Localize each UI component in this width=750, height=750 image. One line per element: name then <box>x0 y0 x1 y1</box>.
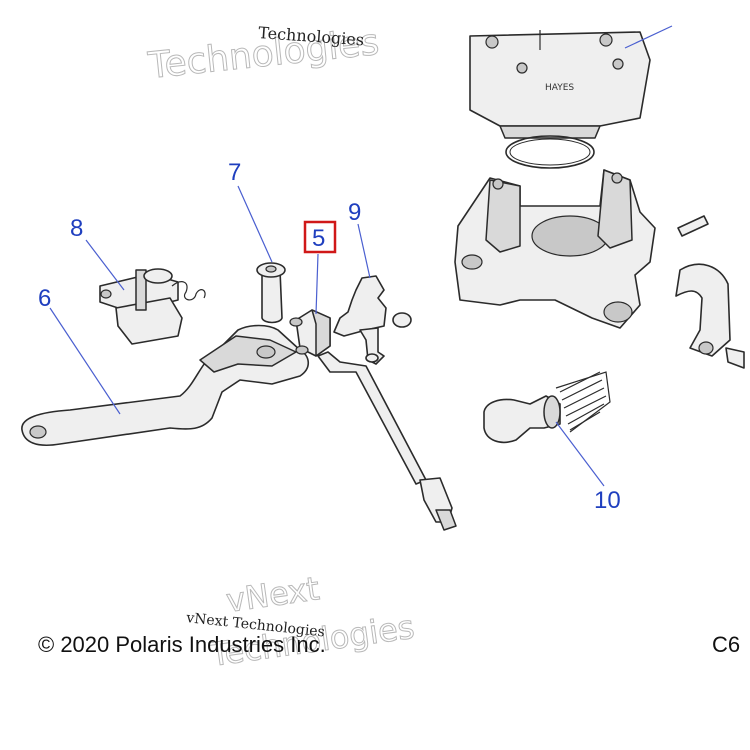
callout-5: 5 <box>312 225 325 252</box>
callout-7: 7 <box>228 159 241 186</box>
leader-10 <box>555 421 605 487</box>
leader-5 <box>315 253 319 315</box>
watermark-bottom-outline-1: vNext <box>224 569 322 620</box>
leader-7 <box>237 185 273 263</box>
housing-brand-label: HAYES <box>545 83 574 93</box>
page-code: C6 <box>712 632 741 657</box>
callout-10: 10 <box>594 487 621 514</box>
o-ring <box>505 135 595 169</box>
callout-6: 6 <box>38 285 51 312</box>
callout-9: 9 <box>348 199 361 226</box>
leader-6 <box>49 307 121 415</box>
switch-bracket <box>333 275 412 365</box>
small-pin <box>677 215 709 237</box>
brake-switch <box>289 309 457 531</box>
copyright-notice: © 2020 Polaris Industries Inc. <box>38 632 326 657</box>
callout-5-highlight-box <box>303 220 337 254</box>
leader-8 <box>85 239 125 291</box>
pivot-pin <box>256 262 286 324</box>
master-cylinder-body <box>454 169 656 329</box>
callout-8: 8 <box>70 215 83 242</box>
leader-9 <box>357 223 371 279</box>
reach-adjuster <box>99 268 206 345</box>
piston-spring-assembly <box>483 371 611 444</box>
brake-lever <box>21 324 310 446</box>
reservoir-cap: HAYES <box>469 25 673 139</box>
